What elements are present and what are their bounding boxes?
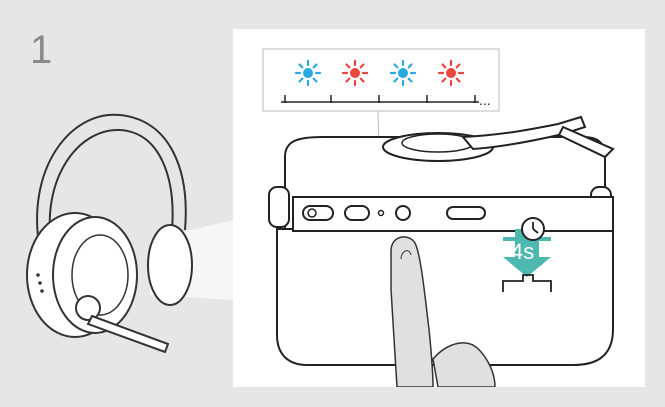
led-blink-icon xyxy=(343,61,367,85)
led-blink-icon xyxy=(391,61,415,85)
volume-button xyxy=(345,206,369,220)
back-earcup xyxy=(148,225,192,305)
headset-illustration xyxy=(0,90,240,370)
detail-panel: ... 4s xyxy=(233,29,645,387)
led-blink-icon xyxy=(439,61,463,85)
usb-port xyxy=(447,207,485,219)
lower-band xyxy=(277,229,613,365)
mic-pivot xyxy=(76,296,100,320)
hold-duration: 4s xyxy=(511,239,534,264)
bluetooth-button xyxy=(396,206,410,220)
clock-icon xyxy=(522,218,544,240)
led-sequence-continuation: ... xyxy=(479,92,491,108)
left-hinge xyxy=(269,187,289,227)
led-blink-icon xyxy=(296,61,320,85)
mic-boom xyxy=(88,316,168,352)
step-number: 1 xyxy=(30,28,52,73)
